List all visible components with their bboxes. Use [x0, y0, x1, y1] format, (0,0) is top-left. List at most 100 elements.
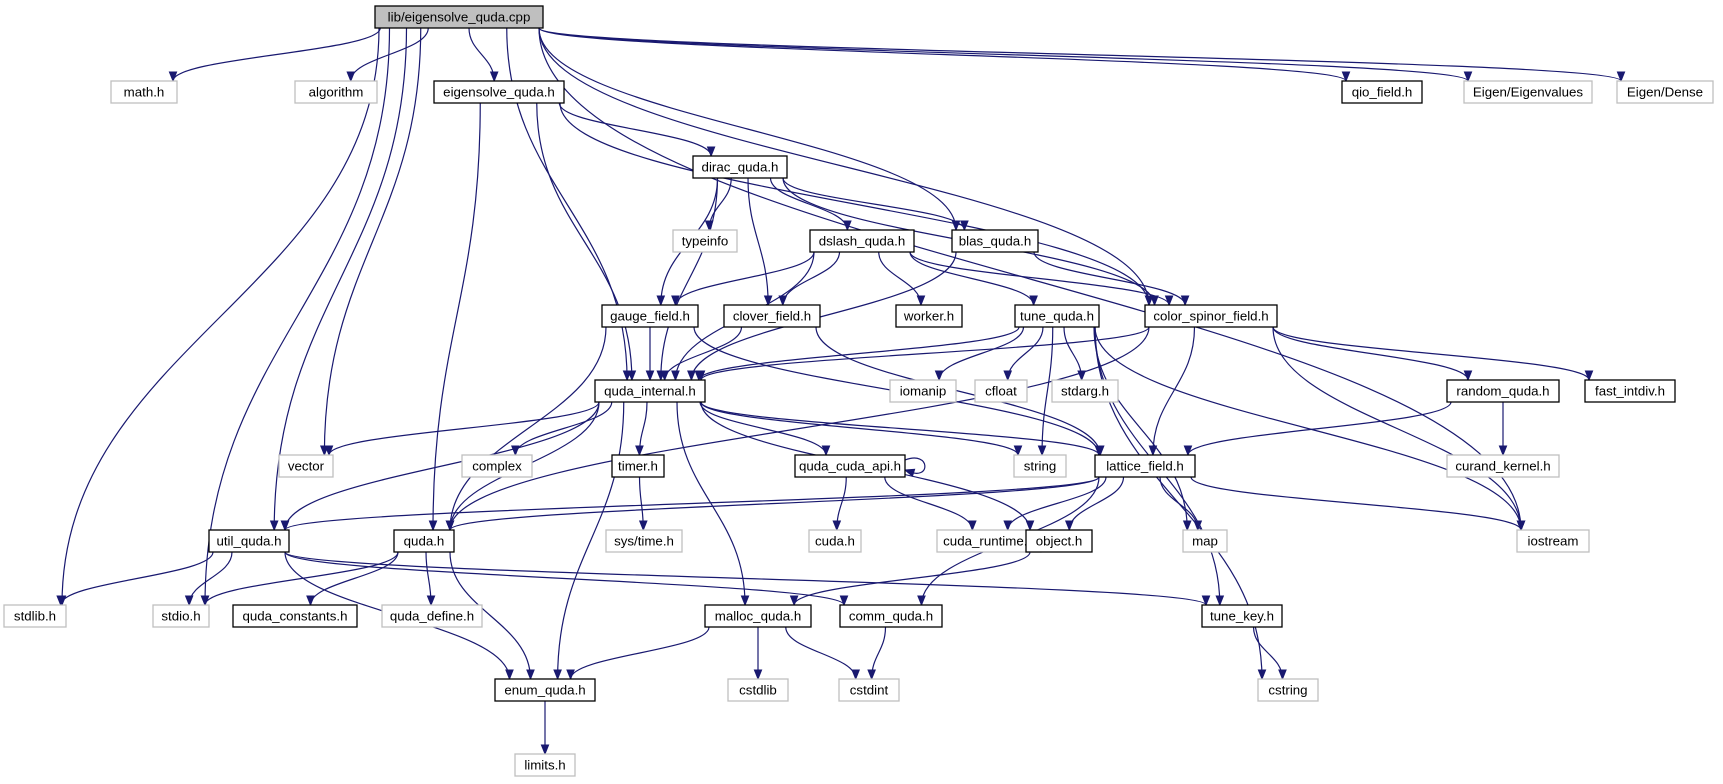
- node-label: Eigen/Eigenvalues: [1473, 85, 1583, 100]
- edge-tune_quda_h-to-iomanip: [934, 326, 1025, 382]
- arrowhead: [566, 669, 575, 681]
- node-label: clover_field.h: [733, 309, 811, 324]
- node-label: cstdint: [850, 683, 889, 698]
- edge-line: [449, 326, 607, 531]
- edge-dirac_quda_h-to-clover_field_h: [747, 177, 773, 307]
- edge-quda_internal_h-to-malloc_quda_h: [676, 401, 750, 607]
- node-worker-h[interactable]: worker.h: [895, 304, 963, 328]
- node-color-spinor-field-h[interactable]: color_spinor_field.h: [1144, 304, 1278, 328]
- edge-quda_h-to-quda_constants_h: [306, 551, 399, 607]
- node-map: map: [1182, 529, 1228, 553]
- node-sys-time-h: sys/time.h: [605, 529, 683, 553]
- arrowhead: [1193, 520, 1203, 532]
- node-quda-cuda-api-h[interactable]: quda_cuda_api.h: [794, 454, 906, 478]
- node-eigensolve-quda-h[interactable]: eigensolve_quda.h: [433, 80, 565, 104]
- edge-tune_key_h-to-cstring: [1252, 626, 1287, 681]
- edge-line: [815, 326, 1101, 456]
- arrowhead: [1150, 295, 1159, 307]
- node-util-quda-h[interactable]: util_quda.h: [208, 529, 290, 553]
- edge-line: [1007, 476, 1107, 531]
- edge-line: [61, 27, 380, 606]
- edge-line: [557, 401, 625, 680]
- node-dslash-quda-h[interactable]: dslash_quda.h: [809, 229, 915, 253]
- arrowhead: [269, 520, 279, 532]
- edge-root-to-eigen_dense: [538, 27, 1626, 83]
- node-label: color_spinor_field.h: [1153, 309, 1268, 324]
- edge-line: [538, 27, 1150, 306]
- node-eigen-eigenvalues: Eigen/Eigenvalues: [1463, 80, 1593, 104]
- arrowhead: [843, 220, 852, 232]
- node-gauge-field-h[interactable]: gauge_field.h: [601, 304, 699, 328]
- arrowhead: [526, 669, 535, 681]
- arrowhead: [635, 445, 644, 457]
- edge-line: [538, 27, 957, 231]
- edge-quda_internal_h-to-lattice_field_h: [700, 401, 1104, 457]
- node-box: [294, 80, 378, 104]
- edge-line: [204, 27, 391, 606]
- node-box: [974, 379, 1028, 403]
- arrowhead: [1064, 520, 1074, 532]
- node-comm-quda-h[interactable]: comm_quda.h: [839, 604, 943, 628]
- node-label: quda_define.h: [390, 609, 474, 624]
- edge-quda_internal_h-to-vector: [324, 401, 600, 457]
- arrowhead: [934, 370, 944, 382]
- node-tune-quda-h[interactable]: tune_quda.h: [1014, 304, 1100, 328]
- edge-line: [782, 177, 965, 231]
- node-random-quda-h[interactable]: random_quda.h: [1446, 379, 1560, 403]
- node-box: [381, 604, 483, 628]
- node-label: dslash_quda.h: [819, 234, 906, 249]
- edge-dirac_quda_h-to-typeinfo: [704, 177, 732, 232]
- node-qio-field-h[interactable]: qio_field.h: [1341, 80, 1423, 104]
- edge-line: [690, 251, 957, 381]
- node-label: worker.h: [903, 309, 954, 324]
- node-label: fast_intdiv.h: [1595, 384, 1665, 399]
- node-label: iomanip: [900, 384, 947, 399]
- arrowhead: [903, 468, 916, 477]
- edge-gauge_field_h-to-quda_internal_h: [645, 326, 655, 382]
- node-dirac-quda-h[interactable]: dirac_quda.h: [692, 155, 788, 179]
- arrowhead: [627, 370, 637, 382]
- node-box: [208, 529, 290, 553]
- edge-root-to-algorithm: [346, 27, 429, 83]
- edge-line: [1272, 326, 1469, 381]
- node-box: [1144, 304, 1278, 328]
- node-malloc-quda-h[interactable]: malloc_quda.h: [704, 604, 812, 628]
- edge-dirac_quda_h-to-quda_internal_h: [656, 177, 719, 382]
- arrowhead: [1180, 295, 1190, 307]
- edge-color_spinor_field_h-to-quda_internal_h: [696, 326, 1150, 382]
- arrowhead: [660, 370, 669, 382]
- arrowhead: [638, 520, 648, 532]
- node-label: sys/time.h: [614, 534, 674, 549]
- edge-tune_quda_h-to-string: [1037, 326, 1054, 457]
- node-clover-field-h[interactable]: clover_field.h: [723, 304, 821, 328]
- node-enum-quda-h[interactable]: enum_quda.h: [494, 678, 596, 702]
- node-label: cstring: [1268, 683, 1307, 698]
- arrowhead: [696, 370, 706, 382]
- edge-line: [676, 401, 746, 606]
- node-tune-key-h[interactable]: tune_key.h: [1201, 604, 1283, 628]
- arrowhead: [184, 595, 194, 607]
- edge-malloc_quda_h-to-cstdlib: [753, 626, 763, 681]
- edge-tune_quda_h-to-quda_internal_h: [694, 326, 1020, 382]
- edge-line: [188, 551, 233, 606]
- edge-line: [284, 401, 600, 531]
- arrowhead: [168, 71, 178, 83]
- node-label: tune_quda.h: [1020, 309, 1094, 324]
- node-timer-h[interactable]: timer.h: [611, 454, 665, 478]
- node-blas-quda-h[interactable]: blas_quda.h: [951, 229, 1039, 253]
- node-quda-h[interactable]: quda.h: [393, 529, 455, 553]
- node-quda-constants-h[interactable]: quda_constants.h: [232, 604, 358, 628]
- node-quda-internal-h[interactable]: quda_internal.h: [594, 379, 706, 403]
- node-label: gauge_field.h: [610, 309, 690, 324]
- node-box: [110, 80, 178, 104]
- edge-quda_internal_h-to-enum_quda_h: [553, 401, 625, 681]
- arrowhead: [1257, 669, 1267, 681]
- node-fast-intdiv-h[interactable]: fast_intdiv.h: [1584, 379, 1676, 403]
- node-label: quda.h: [404, 534, 445, 549]
- node-label: dirac_quda.h: [702, 160, 779, 175]
- node-label: quda_constants.h: [243, 609, 348, 624]
- edge-util_quda_h-to-stdio_h: [184, 551, 233, 607]
- node-lattice-field-h[interactable]: lattice_field.h: [1094, 454, 1196, 478]
- node-object-h[interactable]: object.h: [1025, 529, 1093, 553]
- node-eigen-dense: Eigen/Dense: [1616, 80, 1714, 104]
